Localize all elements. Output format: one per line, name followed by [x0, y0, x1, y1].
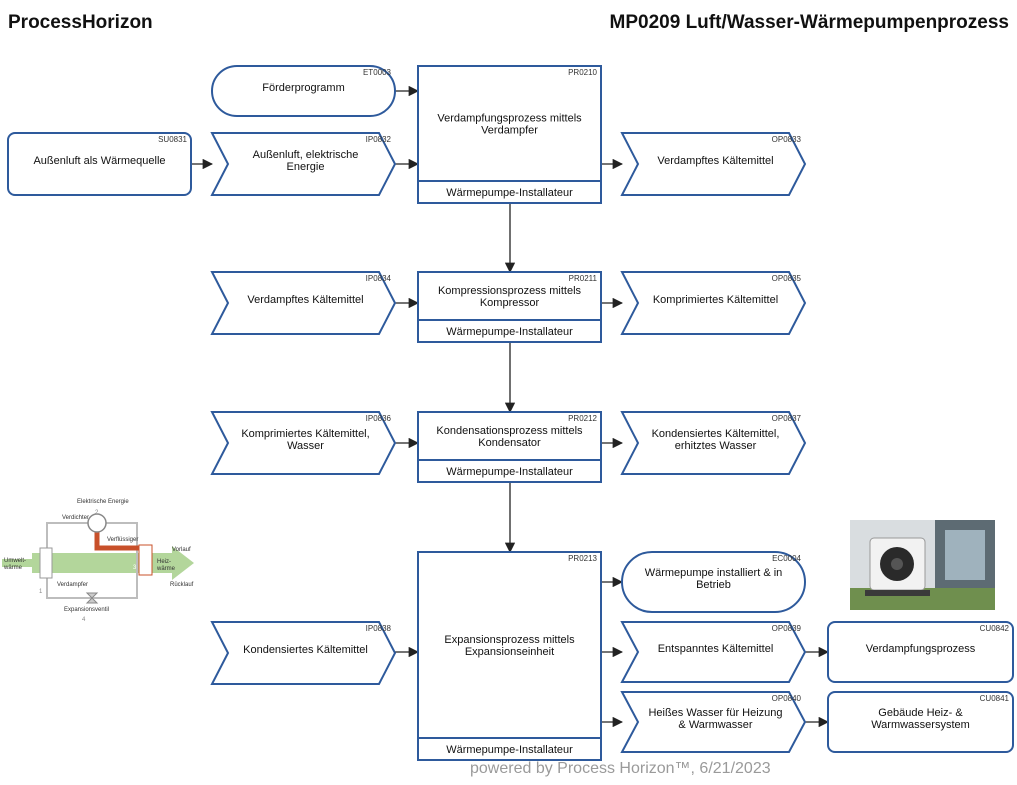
schem-label-ruecklauf: Rücklauf: [170, 582, 194, 588]
node-code: OP0837: [772, 414, 802, 423]
schem-label-waerme: wärme: [156, 566, 176, 572]
schem-label-verfluessiger: Verflüssiger: [107, 537, 138, 543]
node-label-line: Expansionsprozess mittels: [444, 634, 575, 646]
node-label-line: Förderprogramm: [262, 82, 345, 94]
node-label-line: Verdampftes Kältemittel: [657, 155, 773, 167]
node-code: OP0839: [772, 624, 802, 633]
node-label-line: Kondensator: [478, 437, 541, 449]
evaporator-icon: [39, 547, 53, 579]
compressor-icon: [87, 513, 107, 533]
schem-label-expansionsventil: Expansionsventil: [64, 607, 109, 613]
node-label-line: Verdampftes Kältemittel: [247, 294, 363, 306]
process-role: Wärmepumpe-Installateur: [446, 326, 573, 338]
process-role: Wärmepumpe-Installateur: [446, 466, 573, 478]
node-label-line: Wärmepumpe installiert & in: [645, 567, 783, 579]
node-label-line: Kondensiertes Kältemittel,: [652, 428, 780, 440]
node-label-line: Kondensiertes Kältemittel: [243, 644, 368, 656]
schem-label-umwelt: Umwelt-: [4, 558, 26, 564]
node-code: PR0211: [569, 274, 598, 283]
node-code: IP0834: [366, 274, 392, 283]
node-code: PR0212: [568, 414, 597, 423]
node-code: CU0841: [980, 694, 1010, 703]
node-label-line: Kondensationsprozess mittels: [436, 425, 583, 437]
node-label-line: Expansionseinheit: [465, 646, 554, 658]
node-label-line: Kompressor: [480, 297, 540, 309]
node-label-line: Kompressionsprozess mittels: [438, 285, 582, 297]
node-label-line: & Warmwasser: [678, 719, 752, 731]
schem-step-4: 4: [82, 617, 86, 623]
diagram-title: MP0209 Luft/Wasser-Wärmepumpenprozess: [609, 12, 1009, 33]
node-label-line: Verdampfer: [481, 125, 538, 137]
process-role: Wärmepumpe-Installateur: [446, 187, 573, 199]
node-code: PR0213: [568, 554, 597, 563]
node-label-line: Außenluft, elektrische: [253, 149, 359, 161]
node-code: OP0833: [772, 135, 802, 144]
node-code: EC0004: [772, 554, 801, 563]
node-code: IP0832: [366, 135, 392, 144]
heat-pump-photo: [850, 520, 995, 610]
schem-label-umweltwaerme: wärme: [3, 565, 23, 571]
node-code: PR0210: [568, 68, 597, 77]
node-label-line: Verdampfungsprozess mittels: [437, 113, 582, 125]
expansion-valve-icon: [85, 592, 99, 604]
node-code: SU0831: [158, 135, 187, 144]
connector-layer: [191, 85, 830, 728]
schem-label-verdichter: Verdichter: [62, 515, 89, 521]
schem-step-2: 2: [95, 510, 99, 516]
node-label-line: Komprimiertes Kältemittel,: [241, 428, 369, 440]
heat-pump-schematic: Elektrische Energie Verdichter Verflüssi…: [2, 499, 194, 623]
footer-credit: powered by Process Horizon™, 6/21/2023: [470, 760, 771, 777]
node-label-line: Verdampfungsprozess: [866, 643, 976, 655]
schem-label-vorlauf: Vorlauf: [172, 547, 191, 553]
process-role: Wärmepumpe-Installateur: [446, 744, 573, 756]
node-label-line: Betrieb: [696, 579, 731, 591]
node-code: ET0003: [363, 68, 392, 77]
node-label-line: Energie: [287, 161, 325, 173]
hot-refrigerant-pipe: [94, 531, 142, 551]
node-label-line: Heißes Wasser für Heizung: [648, 707, 782, 719]
brand-title: ProcessHorizon: [8, 12, 153, 33]
node-code: OP0840: [772, 694, 802, 703]
node-label-line: Komprimiertes Kältemittel: [653, 294, 778, 306]
node-label-line: Wasser: [287, 440, 324, 452]
schem-label-heiz: Heiz-: [157, 559, 171, 565]
node-label-line: Gebäude Heiz- &: [878, 707, 963, 719]
node-code: CU0842: [980, 624, 1010, 633]
condenser-icon: [138, 544, 153, 576]
node-label-line: Warmwassersystem: [871, 719, 970, 731]
node-code: IP0838: [366, 624, 392, 633]
schem-label-energie: Elektrische Energie: [77, 499, 129, 505]
node-code: OP0835: [772, 274, 802, 283]
schem-step-1: 1: [39, 589, 43, 595]
node-label-line: Außenluft als Wärmequelle: [33, 155, 165, 167]
schem-step-3: 3: [133, 565, 137, 571]
node-label-line: erhitztes Wasser: [675, 440, 757, 452]
schem-label-verdampfer: Verdampfer: [57, 582, 88, 588]
node-code: IP0836: [366, 414, 392, 423]
node-label-line: Entspanntes Kältemittel: [658, 643, 774, 655]
